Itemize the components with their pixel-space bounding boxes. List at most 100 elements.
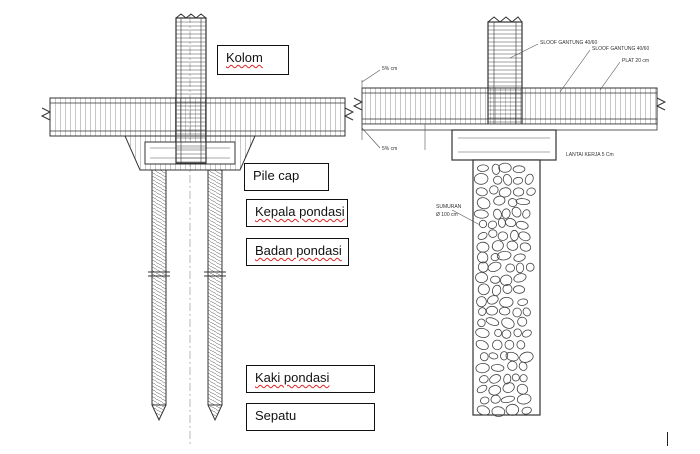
rubble-stone	[490, 275, 501, 284]
rubble-stone	[479, 352, 489, 362]
annotation-dim-top: 5% cm	[382, 66, 397, 72]
right-sumuran-shaft	[472, 159, 541, 417]
rubble-stone	[513, 328, 522, 338]
rubble-stone	[487, 261, 502, 272]
rubble-stone	[518, 361, 528, 371]
rubble-stone	[519, 374, 528, 383]
rubble-stone	[510, 229, 519, 242]
rubble-stone	[476, 405, 491, 416]
rubble-stone	[477, 251, 489, 264]
rubble-stone	[485, 305, 498, 316]
annotation-sumuran-dia: Ø 100 cm	[436, 212, 458, 218]
rubble-stone	[524, 173, 534, 185]
rubble-stone	[519, 242, 532, 252]
rubble-stone	[526, 187, 536, 196]
right-pile-cap	[451, 129, 557, 161]
rubble-stone	[475, 327, 490, 338]
rubble-stone	[498, 162, 512, 173]
rubble-stone	[500, 351, 509, 361]
left-pile-foundation	[40, 13, 355, 445]
annotation-sloof-a: SLOOF GANTUNG 40/60	[540, 40, 597, 46]
rubble-stone	[485, 317, 500, 326]
label-kolom: Kolom	[217, 45, 289, 75]
rubble-stone	[499, 296, 514, 308]
left-column	[175, 13, 207, 164]
rubble-stone	[512, 307, 522, 318]
rubble-stone	[490, 364, 505, 372]
rubble-stone	[475, 339, 489, 351]
rubble-stone	[505, 403, 520, 416]
label-pile-cap: Pile cap	[244, 163, 329, 191]
rubble-stone	[513, 273, 527, 283]
rubble-stone	[522, 209, 531, 219]
annotation-sumuran: SUMURAN	[436, 204, 462, 210]
rubble-stone	[516, 393, 532, 405]
rubble-stone	[502, 382, 515, 393]
rubble-stone	[505, 218, 517, 228]
label-kaki-pondasi: Kaki pondasi	[246, 365, 375, 393]
rubble-stone	[501, 329, 512, 339]
rubble-stone	[501, 208, 511, 219]
rubble-stone	[521, 406, 532, 415]
annotation-plat: PLAT 20 cm	[622, 58, 649, 64]
rubble-stone	[476, 197, 491, 210]
rubble-stone	[487, 295, 499, 305]
rubble-stone	[507, 198, 518, 208]
rubble-stone	[506, 240, 519, 251]
label-badan-pondasi: Badan pondasi	[246, 238, 349, 266]
rubble-stone	[522, 307, 531, 317]
left-pile-2	[204, 169, 226, 422]
rubble-stone	[521, 329, 532, 338]
rubble-stone	[499, 306, 511, 316]
rubble-stone	[489, 185, 499, 195]
rubble-stone	[517, 298, 529, 306]
rubble-stone	[505, 263, 515, 273]
rubble-stone	[515, 262, 525, 274]
rubble-stone	[478, 219, 488, 229]
rubble-stone	[517, 316, 528, 327]
rubble-stone	[513, 285, 526, 294]
rubble-stone	[475, 272, 488, 284]
rubble-stone	[502, 284, 513, 294]
rubble-stone	[488, 352, 499, 360]
annotation-dim-low: 5% cm	[382, 146, 397, 152]
rubble-stone	[475, 362, 490, 374]
left-pile-cap	[124, 135, 256, 171]
rubble-stone	[502, 174, 513, 186]
rubble-stone	[477, 232, 488, 240]
rubble-stone	[497, 231, 509, 241]
rubble-stone	[494, 328, 503, 337]
rubble-stone	[515, 198, 531, 206]
rubble-stone	[489, 374, 501, 384]
rubble-stone	[500, 274, 513, 286]
rubble-stone	[490, 394, 501, 404]
rubble-stone	[480, 396, 490, 405]
rubble-stone	[500, 395, 515, 404]
rubble-stone	[473, 209, 489, 219]
rubble-stone	[512, 165, 526, 174]
annotation-lantai-kerja: LANTAI KERJA 5 Cm	[566, 152, 614, 158]
rubble-stone	[511, 206, 522, 218]
rubble-stone	[516, 340, 526, 350]
rubble-stone	[496, 250, 512, 261]
rubble-stone	[479, 375, 489, 384]
rubble-stone	[477, 261, 489, 273]
label-sepatu: Sepatu	[246, 403, 375, 431]
left-pile-1	[148, 169, 170, 422]
rubble-stone	[525, 262, 535, 272]
rubble-stone	[488, 229, 498, 238]
rubble-stone	[476, 296, 487, 308]
rubble-stone	[493, 175, 503, 185]
rubble-stone	[477, 164, 489, 172]
rubble-stone	[507, 360, 518, 371]
text-cursor	[667, 432, 668, 446]
rubble-stone	[504, 339, 515, 350]
rubble-stone	[511, 373, 520, 382]
rubble-stone	[473, 173, 489, 185]
rubble-stone	[493, 208, 502, 220]
rubble-stone	[493, 195, 506, 206]
rubble-stone	[490, 253, 500, 262]
rubble-stone	[491, 163, 501, 175]
rubble-stone	[519, 351, 534, 363]
rubble-stone	[477, 318, 486, 328]
